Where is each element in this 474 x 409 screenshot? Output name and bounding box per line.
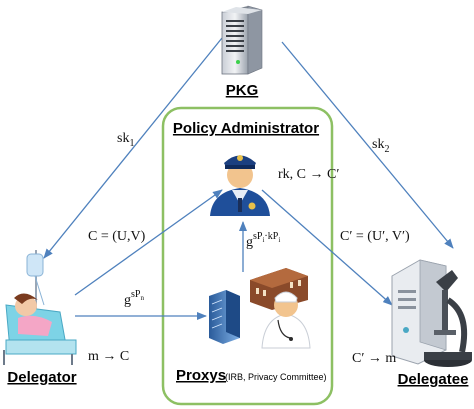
edge-label-g-sp-n: gsPn: [124, 289, 144, 308]
edge-label-c-prime-to-m: C′ → m: [352, 351, 396, 366]
arrow-delegator-to-admin: [74, 189, 223, 296]
proxy-domain-box: [161, 106, 334, 406]
arrow-pkg-to-delegatee: [281, 41, 454, 249]
policy-admin-title: Policy Administrator: [173, 120, 319, 137]
patient-in-bed-icon: [3, 250, 77, 365]
server-icon: [221, 5, 263, 75]
edge-label-g-sp-kp: gsPi·kPi: [246, 231, 280, 250]
edge-label-rk: rk, C → C′: [278, 167, 339, 182]
edge-label-m-to-c: m → C: [88, 349, 129, 364]
arrow-admin-to-delegatee: [261, 189, 393, 306]
edge-label-c-uv: C = (U,V): [88, 229, 146, 244]
pkg-title: PKG: [226, 82, 259, 99]
delegator-title: Delegator: [7, 369, 76, 386]
police-officer-icon: [210, 155, 270, 216]
delegatee-title: Delegatee: [398, 371, 469, 388]
edge-label-sk2: sk2: [372, 137, 389, 155]
edge-label-c-prime: C′ = (U′, V′): [340, 229, 410, 244]
arrow-pkg-to-delegator: [43, 37, 223, 259]
proxys-subtitle: (IRB, Privacy Committee): [225, 372, 327, 382]
edge-label-sk1: sk1: [117, 131, 134, 149]
lab-server-microscope-icon: [391, 259, 472, 367]
building-doctor-icon: [209, 268, 311, 349]
proxys-title: Proxys: [176, 367, 226, 384]
arrows: [43, 37, 454, 320]
